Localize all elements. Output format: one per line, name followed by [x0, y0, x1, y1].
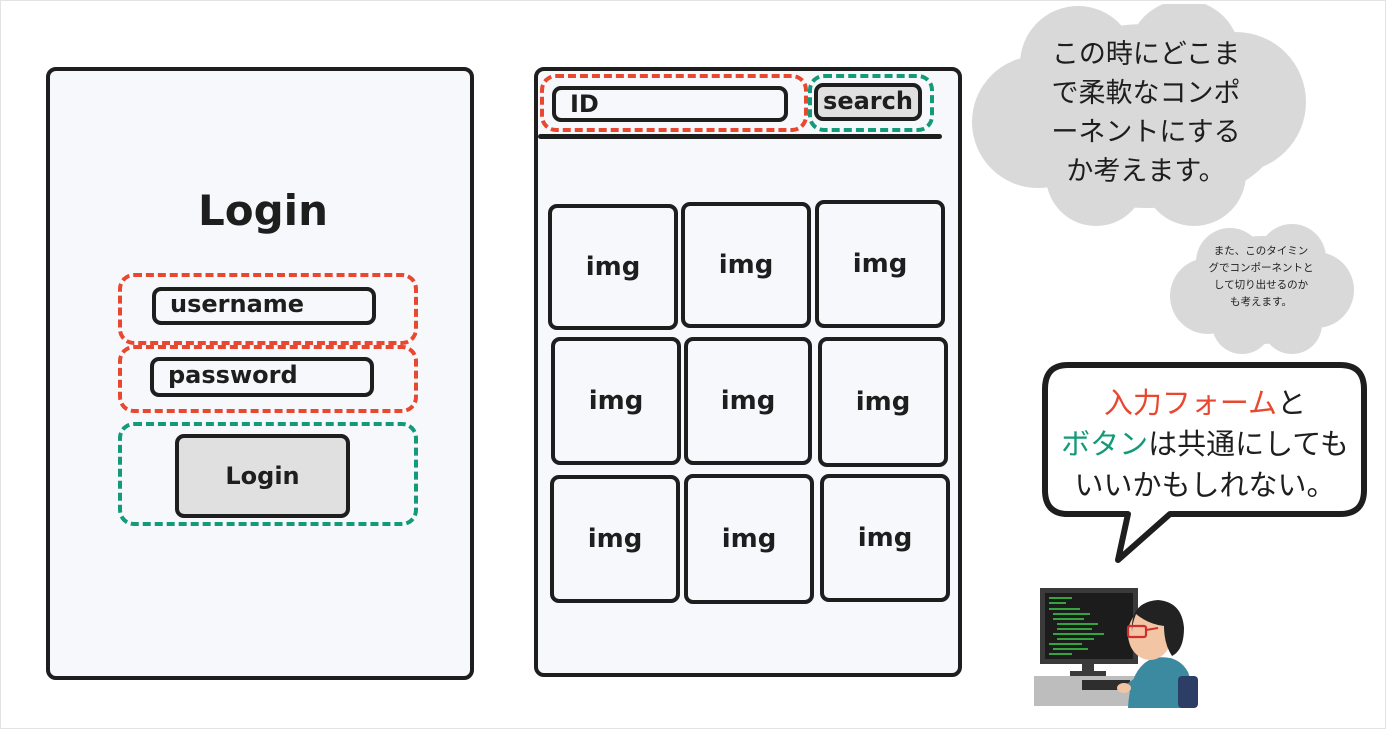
- cloud-large-text: この時にどこま で柔軟なコンポ ーネントにする か考えます。: [1006, 35, 1286, 191]
- programmer-illustration: [1034, 588, 1198, 708]
- speech-bubble-text: 入力フォームと ボタンは共通にしても いいかもしれない。: [1050, 383, 1360, 506]
- search-button[interactable]: search: [814, 83, 922, 121]
- image-tile[interactable]: img: [548, 204, 678, 330]
- image-tile[interactable]: img: [820, 474, 950, 602]
- speech-line-2-rest: は共通にしても: [1148, 427, 1349, 461]
- image-tile[interactable]: img: [815, 200, 945, 328]
- speech-line-2: ボタンは共通にしても: [1050, 424, 1360, 465]
- image-tile[interactable]: img: [681, 202, 811, 328]
- speech-line-3: いいかもしれない。: [1074, 468, 1336, 502]
- login-title: Login: [198, 186, 328, 235]
- cloud-large-line: か考えます。: [1066, 156, 1226, 187]
- speech-line-1: 入力フォームと: [1050, 383, 1360, 424]
- image-tile[interactable]: img: [684, 474, 814, 604]
- search-divider: [538, 134, 942, 139]
- cloud-small-line: グでコンポーネントと: [1208, 262, 1314, 274]
- username-field[interactable]: username: [152, 287, 376, 325]
- login-screen: [46, 67, 474, 680]
- password-highlight: [118, 345, 418, 413]
- cloud-small-line: も考えます。: [1230, 296, 1292, 308]
- cloud-large-line: で柔軟なコンポ: [1051, 78, 1241, 109]
- username-highlight: [118, 273, 418, 345]
- image-tile[interactable]: img: [551, 337, 681, 465]
- login-button[interactable]: Login: [175, 434, 350, 518]
- input-form-term: 入力フォーム: [1103, 386, 1278, 420]
- cloud-large-line: ーネントにする: [1051, 117, 1241, 148]
- thought-cloud-large: [972, 4, 1306, 226]
- cloud-large-line: この時にどこま: [1051, 39, 1241, 70]
- image-tile[interactable]: img: [818, 337, 948, 467]
- cloud-small-line: また、このタイミン: [1213, 245, 1309, 257]
- speech-bubble: [1042, 362, 1367, 563]
- image-tile[interactable]: img: [684, 337, 812, 465]
- cloud-small-text: また、このタイミン グでコンポーネントと して切り出せるのか も考えます。: [1186, 243, 1336, 311]
- cloud-small-line: して切り出せるのか: [1213, 279, 1309, 291]
- thought-cloud-small: [1170, 224, 1354, 354]
- speech-line-1-rest: と: [1277, 386, 1307, 420]
- image-tile[interactable]: img: [550, 475, 680, 603]
- id-input[interactable]: ID: [552, 86, 788, 122]
- id-field-highlight: [540, 74, 808, 132]
- search-button-highlight: [808, 74, 934, 132]
- button-term: ボタン: [1061, 427, 1149, 461]
- login-button-highlight: [118, 422, 418, 526]
- password-field[interactable]: password: [150, 357, 374, 397]
